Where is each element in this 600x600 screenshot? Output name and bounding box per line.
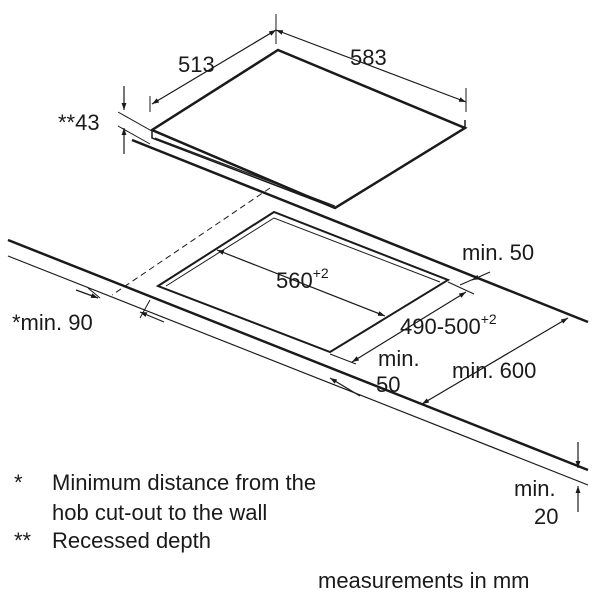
hob-depth-label: 513 — [178, 52, 215, 77]
min-bottom-label-1: min. — [514, 476, 556, 501]
legend-mark-1: * — [14, 470, 23, 495]
min-front-label-1: min. — [378, 346, 420, 371]
worktop-depth-dimension — [421, 317, 569, 405]
legend-text-2: Recessed depth — [52, 528, 211, 553]
units-note: measurements in mm — [318, 568, 530, 593]
recessed-depth-label: **43 — [58, 110, 100, 135]
min-front-label-2: 50 — [376, 372, 400, 397]
hob-width-label: 583 — [350, 45, 387, 70]
legend-mark-2: ** — [14, 528, 32, 553]
front-gap-dimension — [329, 377, 361, 397]
worktop — [7, 138, 589, 486]
legend-text-1b: hob cut-out to the wall — [52, 500, 268, 525]
recessed-depth-dimension — [117, 86, 151, 154]
hob-width-dimension — [275, 29, 467, 112]
cutout-depth-label: 490-500+2 — [400, 311, 497, 339]
min-wall-label: *min. 90 — [12, 310, 93, 335]
rear-gap-dimension — [459, 271, 491, 286]
min-rear-label: min. 50 — [462, 240, 534, 265]
cutout-width-label: 560+2 — [276, 265, 329, 293]
cutout-depth-dimension — [329, 281, 475, 365]
min-worktop-label: min. 600 — [452, 358, 536, 383]
wall-gap-dimension — [75, 287, 165, 323]
min-bottom-label-2: 20 — [534, 504, 558, 529]
legend-text-1a: Minimum distance from the — [52, 470, 317, 495]
